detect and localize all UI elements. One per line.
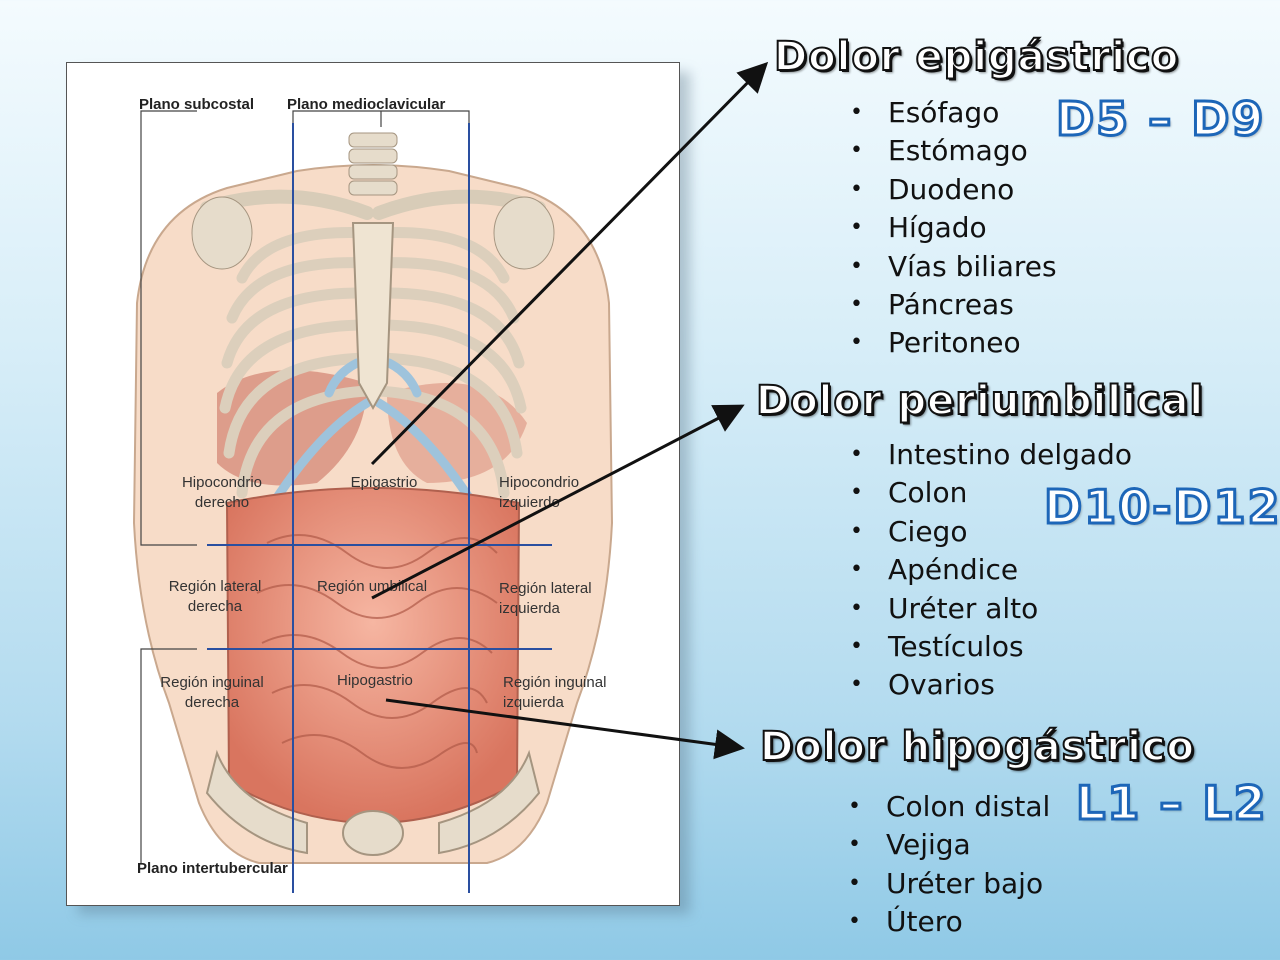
list-item: Vejiga (846, 826, 1050, 864)
anatomy-figure: Plano subcostal Plano medioclavicular Hi… (66, 62, 680, 906)
list-item: Colon (848, 474, 1132, 512)
label-plano-subcostal: Plano subcostal (139, 96, 255, 113)
list-item: Vías biliares (848, 248, 1057, 286)
segment-l1-l2: L1 – L2 (1075, 775, 1268, 832)
label-plano-medioclavicular: Plano medioclavicular (287, 96, 446, 113)
list-item: Estómago (848, 132, 1057, 170)
list-item: Útero (846, 903, 1050, 941)
heading-dolor-epigastrico: Dolor epigástrico (773, 33, 1180, 81)
list-item: Ovarios (848, 666, 1132, 704)
label-hipogastrio: Hipogastrio (337, 672, 413, 689)
list-item: Uréter alto (848, 590, 1132, 628)
label-epigastrio: Epigastrio (350, 474, 418, 491)
pelvis (205, 749, 541, 856)
list-hypogastric-organs: Colon distal Vejiga Uréter bajo Útero (846, 788, 1050, 942)
list-item: Apéndice (848, 551, 1132, 589)
heading-dolor-hipogastrico: Dolor hipogástrico (759, 723, 1196, 771)
list-periumbilical-organs: Intestino delgado Colon Ciego Apéndice U… (848, 436, 1132, 705)
list-item: Páncreas (848, 286, 1057, 324)
label-region-lateral-izquierda: Región lateral izquierda (499, 580, 592, 617)
list-item: Hígado (848, 209, 1057, 247)
list-epigastric-organs: Esófago Estómago Duodeno Hígado Vías bil… (848, 94, 1057, 363)
label-region-inguinal-izquierda: Región inguinal izquierda (503, 674, 607, 711)
label-hipocondrio-izquierdo: Hipocondrio izquierdo (499, 474, 580, 511)
list-item: Uréter bajo (846, 865, 1050, 903)
sternum (351, 222, 395, 411)
list-item: Colon distal (846, 788, 1050, 826)
list-item: Peritoneo (848, 324, 1057, 362)
label-region-lateral-derecha: Región lateral derecha (168, 578, 262, 615)
list-item: Testículos (848, 628, 1132, 666)
list-item: Intestino delgado (848, 436, 1132, 474)
intestines (225, 487, 521, 825)
label-plano-intertubercular: Plano intertubercular (137, 860, 288, 877)
heading-dolor-periumbilical: Dolor periumbilical (755, 377, 1205, 425)
label-region-inguinal-derecha: Región inguinal derecha (160, 674, 264, 711)
list-item: Esófago (848, 94, 1057, 132)
left-shoulder (493, 196, 555, 270)
right-shoulder (191, 196, 253, 270)
segment-d5-d9: D5 – D9 (1054, 91, 1266, 148)
label-region-umbilical: Región umbilical (317, 578, 428, 595)
label-hipocondrio-derecho: Hipocondrio derecho (181, 474, 263, 511)
list-item: Duodeno (848, 171, 1057, 209)
list-item: Ciego (848, 513, 1132, 551)
